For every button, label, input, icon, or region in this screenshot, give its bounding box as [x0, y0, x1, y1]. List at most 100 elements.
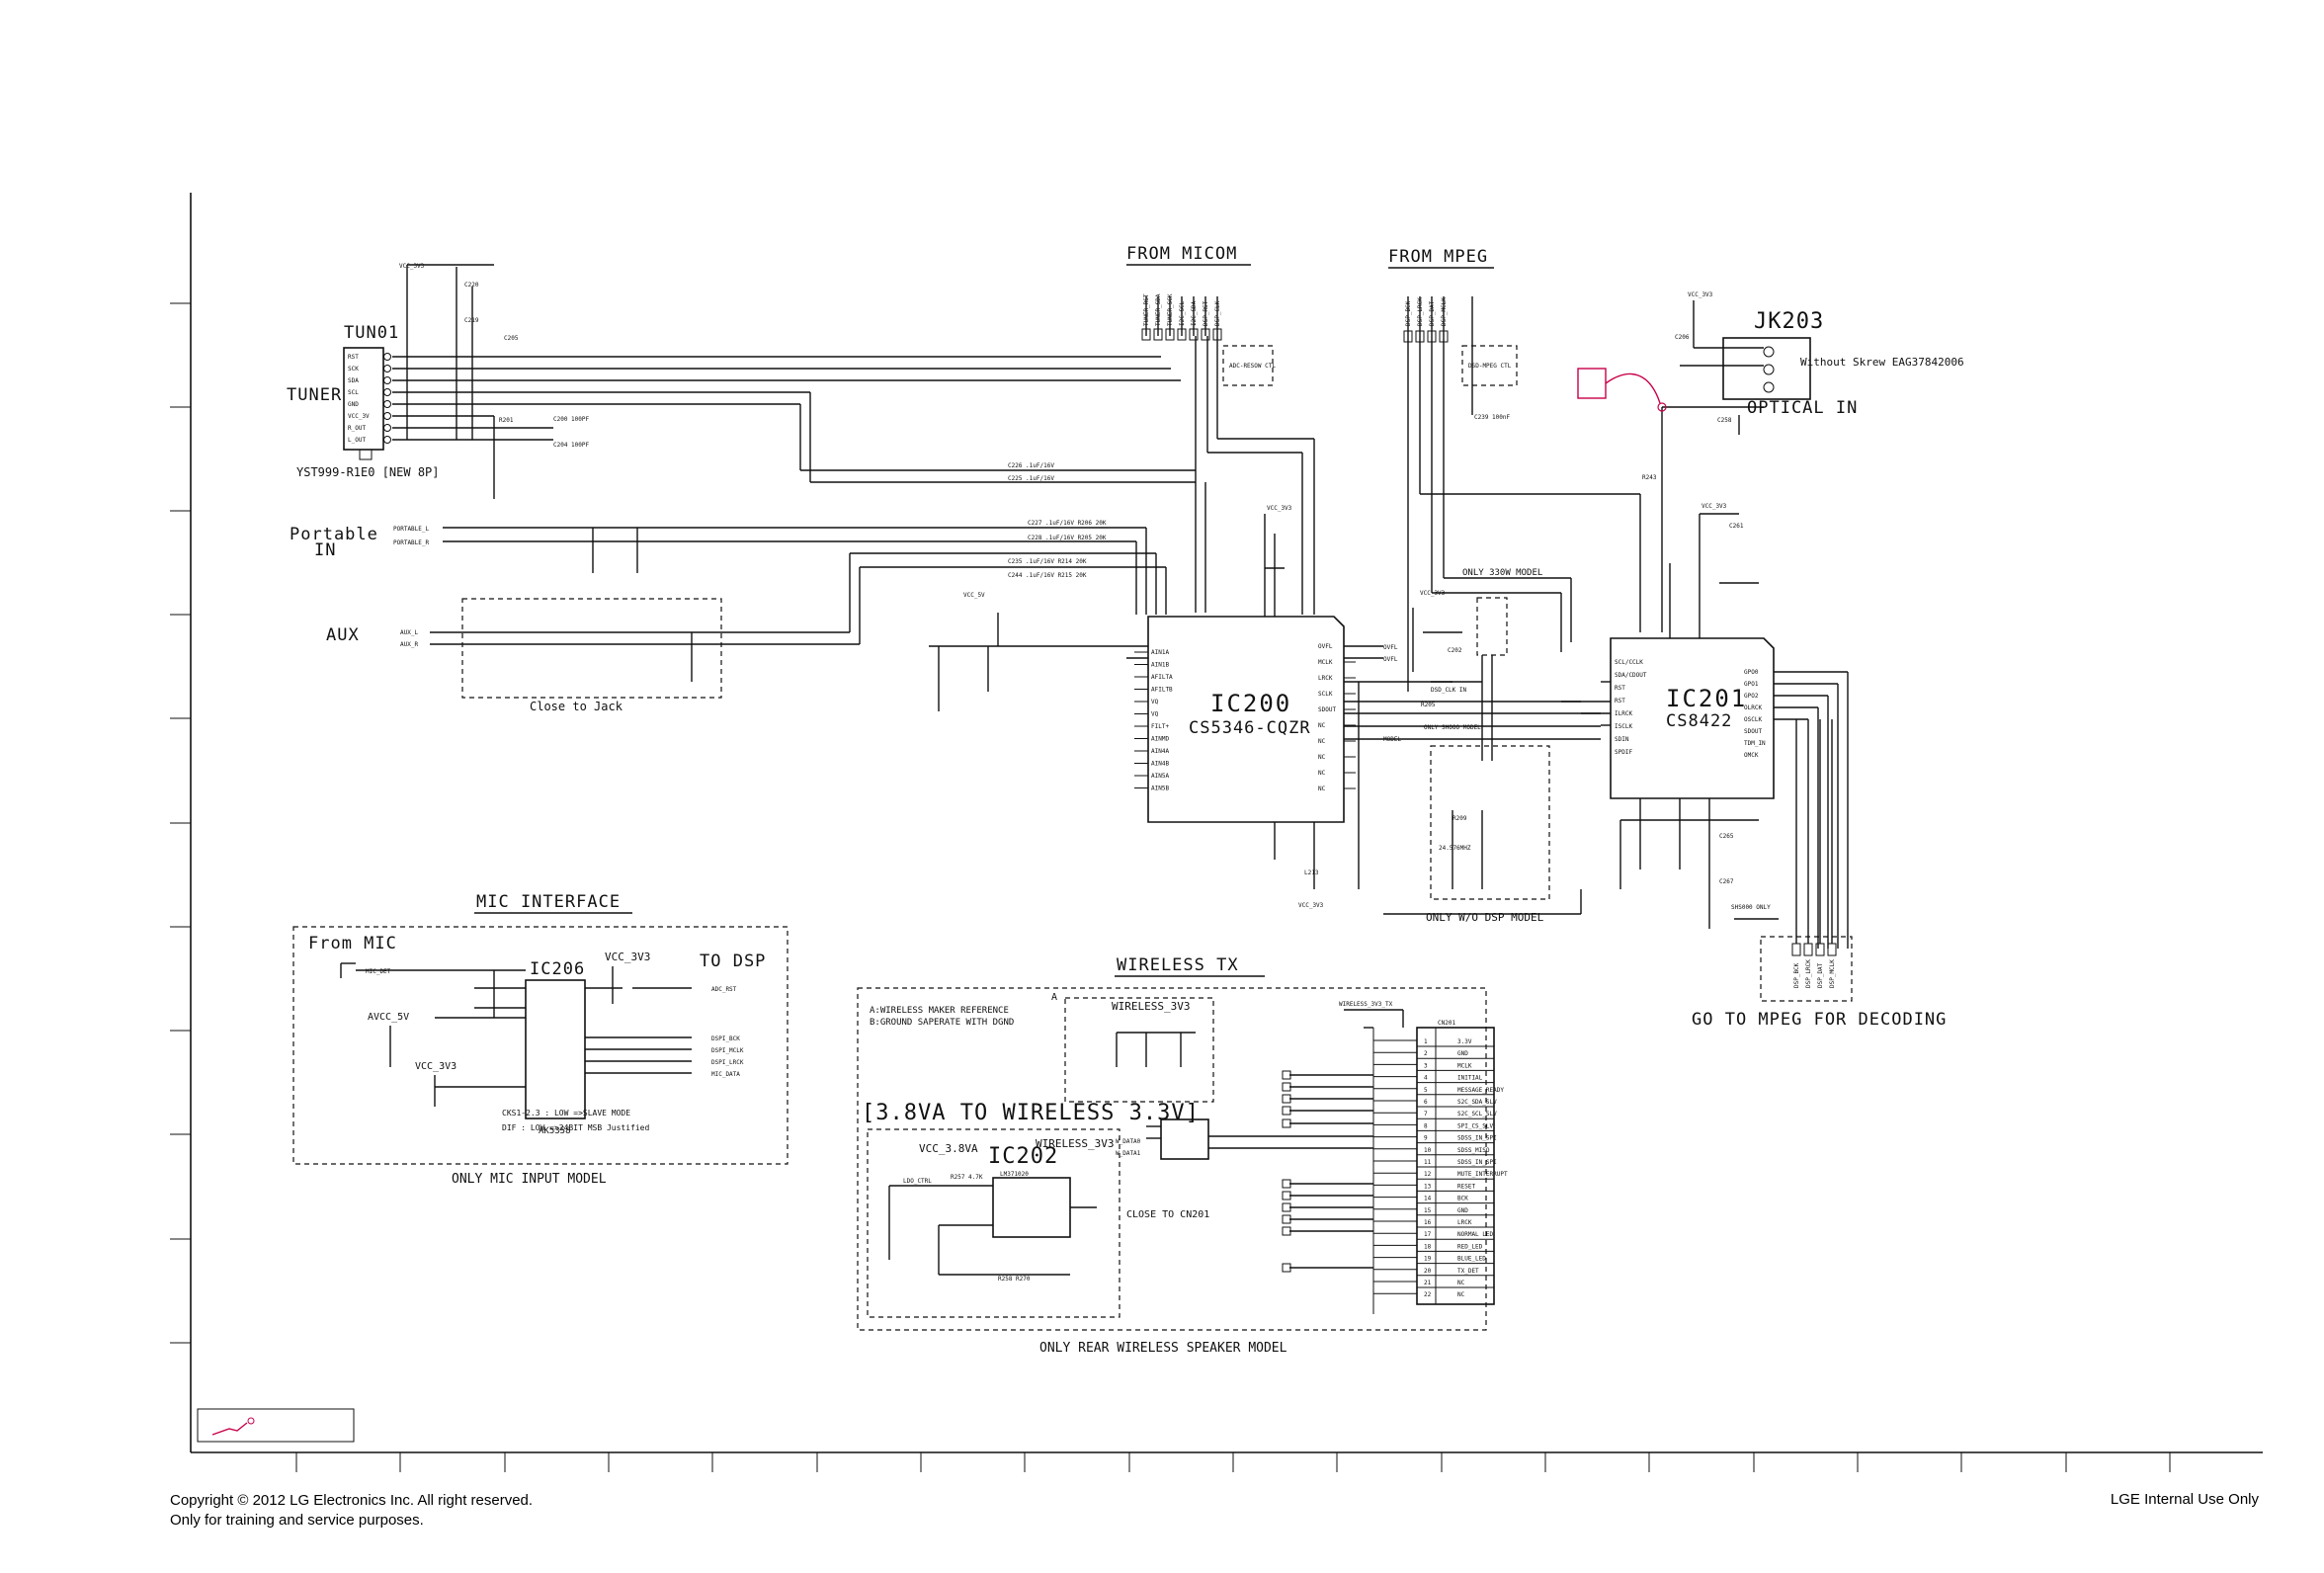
- to-dsp-label: TO DSP: [700, 952, 766, 971]
- ic201-right-pin-label: OMCK: [1744, 752, 1759, 759]
- dif-note: DIF : LOW =>24BIT MSB Justified: [502, 1123, 649, 1132]
- svg-text:MIC_DATA: MIC_DATA: [711, 1071, 740, 1078]
- micom-terminal: [1153, 328, 1163, 341]
- cn201-net-terminal: [1282, 1263, 1291, 1273]
- cn201-pin-number: 9: [1424, 1135, 1428, 1142]
- svg-text:R209: R209: [1452, 815, 1467, 822]
- svg-text:MODEL: MODEL: [1383, 736, 1401, 743]
- ic201-left-pin-label: SPDIF: [1615, 749, 1632, 756]
- cn201-pin-name: RED_LED: [1457, 1243, 1483, 1250]
- mpeg-out-net-label: DSP_DAT: [1817, 962, 1824, 988]
- mic-interface-label: MIC INTERFACE: [476, 892, 621, 912]
- svg-text:PORTABLE_R: PORTABLE_R: [393, 539, 430, 546]
- ic200-right-pin-label: SCLK: [1318, 691, 1333, 698]
- ic200-left-pin-label: VQ: [1151, 711, 1159, 718]
- ic200-left-pin-label: AFILTA: [1151, 674, 1173, 681]
- mic-vcc-label-2: VCC_3V3: [415, 1061, 456, 1072]
- vcc-38va-label: VCC_3.8VA: [919, 1142, 978, 1155]
- cn201-pin-name: NORMAL LED: [1457, 1231, 1494, 1238]
- cn201-net-terminal: [1282, 1118, 1291, 1128]
- cks-note: CKS1-2.3 : LOW =>SLAVE MODE: [502, 1109, 630, 1118]
- svg-text:SHS000 ONLY: SHS000 ONLY: [1731, 904, 1771, 911]
- tuner-part-label: YST999-R1E0 [NEW 8P]: [296, 465, 440, 479]
- svg-text:C226 .1uF/16V: C226 .1uF/16V: [1008, 462, 1054, 469]
- svg-text:C202: C202: [1448, 647, 1462, 654]
- tuner-pin-terminal: [383, 388, 391, 396]
- cn201-pin-name: MESSAGE_READY: [1457, 1087, 1504, 1094]
- cn201-net-terminal: [1282, 1191, 1291, 1200]
- mpeg-terminal: [1403, 330, 1413, 343]
- wireless-3v3-label-2: WIRELESS_3V3: [1036, 1137, 1114, 1150]
- svg-text:C225 .1uF/16V: C225 .1uF/16V: [1008, 475, 1054, 482]
- svg-text:OVFL: OVFL: [1383, 656, 1398, 663]
- mpeg-net-label: DSP_LRCK: [1417, 297, 1424, 326]
- ic200-right-pin-label: NC: [1318, 786, 1326, 792]
- cn201-pin-number: 22: [1424, 1291, 1432, 1298]
- from-mpeg-label: FROM MPEG: [1388, 247, 1488, 267]
- cn201-pin-name: SDSS_IN_SPI: [1457, 1159, 1497, 1166]
- svg-text:R257 4.7K: R257 4.7K: [951, 1174, 983, 1181]
- tuner-pin-label: L_OUT: [348, 437, 366, 444]
- svg-text:A: A: [1051, 992, 1057, 1003]
- ic201-left-pin-label: SDA/CDOUT: [1615, 672, 1647, 679]
- svg-text:R201: R201: [499, 417, 514, 424]
- svg-text:C244 .1uF/16V R215 20K: C244 .1uF/16V R215 20K: [1008, 572, 1087, 579]
- mpeg-out-terminal: [1815, 943, 1825, 956]
- only-mic-label: ONLY MIC INPUT MODEL: [452, 1172, 607, 1187]
- micom-terminal: [1165, 328, 1175, 341]
- ic202-label: IC202: [988, 1144, 1058, 1169]
- svg-text:VCC_3V3: VCC_3V3: [1702, 503, 1727, 510]
- cn201-pin-number: 12: [1424, 1171, 1432, 1178]
- cn201-pin-name: 3.3V: [1457, 1038, 1472, 1045]
- ic200-left-pin-label: AINMD: [1151, 736, 1169, 743]
- cn201-pin-number: 11: [1424, 1159, 1432, 1166]
- svg-text:C220: C220: [464, 282, 479, 289]
- ic201-left-pin-label: ILRCK: [1615, 710, 1632, 717]
- svg-text:ADC_RST: ADC_RST: [711, 986, 737, 993]
- mpeg-out-net-label: DSP_LRCK: [1805, 959, 1812, 988]
- cn201-pin-number: 5: [1424, 1087, 1428, 1094]
- cn201-pin-name: TX_DET: [1457, 1268, 1479, 1275]
- jk203-label: JK203: [1754, 309, 1824, 334]
- cn201-net-terminal: [1282, 1082, 1291, 1092]
- ic200: IC200 CS5346-CQZR AIN1AAIN1BAFILTAAFILTB…: [929, 505, 1601, 909]
- aux-label: AUX: [326, 625, 360, 645]
- tuner-section: TUN01 TUNER YST999-R1E0 [NEW 8P] RSTSCKS…: [287, 263, 1206, 613]
- svg-text:VCC_3V3: VCC_3V3: [1688, 291, 1713, 298]
- cn201-pin-name: BCK: [1457, 1196, 1468, 1202]
- svg-text:R205: R205: [1421, 702, 1436, 708]
- jk203-section: JK203 Without Skrew EAG37842006 OPTICAL …: [1577, 291, 1964, 632]
- mpeg-terminal: [1415, 330, 1425, 343]
- mpeg-out-terminal: [1791, 943, 1801, 956]
- cn201-pin-number: 10: [1424, 1147, 1432, 1154]
- optical-jack: [1722, 337, 1811, 400]
- svg-text:VCC_3V3: VCC_3V3: [1267, 505, 1292, 512]
- cn201-pin-number: 7: [1424, 1111, 1428, 1118]
- cn201-pin-number: 13: [1424, 1183, 1432, 1190]
- ic201-right-pin-label: OLRCK: [1744, 704, 1762, 711]
- tuner-pin-label: GND: [348, 401, 359, 408]
- wireless-note-b: B:GROUND SAPERATE WITH DGND: [870, 1018, 1014, 1028]
- from-micom-label: FROM MICOM: [1126, 244, 1237, 264]
- micom-terminal: [1177, 328, 1187, 341]
- ic200-left-pin-label: AIN1B: [1151, 662, 1169, 669]
- svg-text:C261: C261: [1729, 523, 1744, 530]
- cn201-pin-name: SPI_CS_SLV: [1457, 1122, 1494, 1129]
- go-to-mpeg-label: GO TO MPEG FOR DECODING: [1692, 1010, 1947, 1030]
- micom-terminal: [1189, 328, 1199, 341]
- cn201-pin-name: NC: [1457, 1280, 1465, 1286]
- tuner-pin-label: SCK: [348, 366, 359, 373]
- cn201-pin-number: 17: [1424, 1231, 1432, 1238]
- cn201-net-terminal: [1282, 1106, 1291, 1116]
- tuner-pin-terminal: [383, 376, 391, 384]
- cn201-pin-number: 21: [1424, 1280, 1432, 1286]
- svg-text:DSPI_MCLK: DSPI_MCLK: [711, 1047, 744, 1054]
- svg-text:C239 100nF: C239 100nF: [1474, 414, 1511, 421]
- only-rear-label: ONLY REAR WIRELESS SPEAKER MODEL: [1039, 1341, 1287, 1356]
- svg-text:CN201: CN201: [1438, 1020, 1455, 1027]
- svg-text:C219: C219: [464, 317, 479, 324]
- cn201-pin-number: 6: [1424, 1099, 1428, 1106]
